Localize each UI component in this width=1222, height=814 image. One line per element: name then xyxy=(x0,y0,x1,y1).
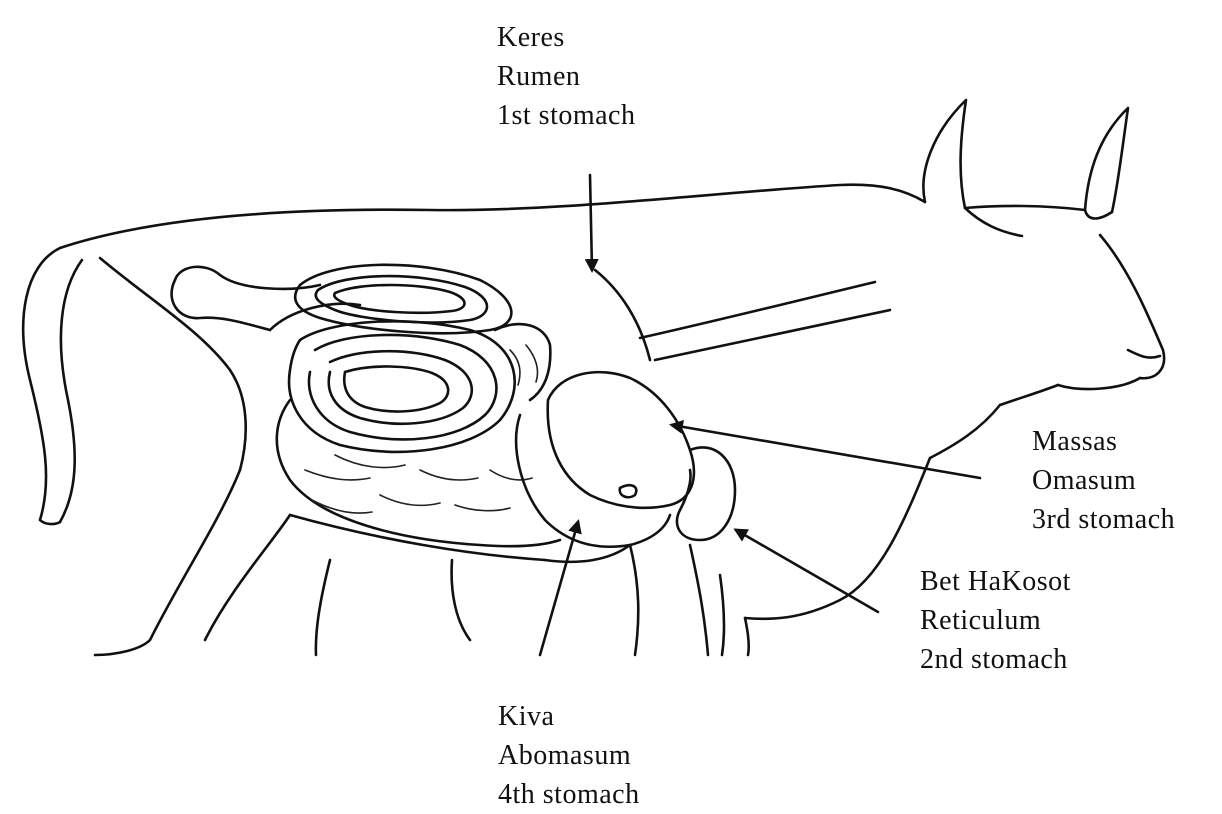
omasum-organ xyxy=(548,372,694,508)
omasum-ordinal: 3rd stomach xyxy=(1032,500,1175,539)
rumen-label: Keres Rumen 1st stomach xyxy=(497,18,636,135)
rumen-organ xyxy=(172,265,560,546)
abomasum-ordinal: 4th stomach xyxy=(498,775,640,814)
rumen-hebrew-name: Keres xyxy=(497,18,636,57)
abomasum-arrow xyxy=(540,522,578,655)
omasum-label: Massas Omasum 3rd stomach xyxy=(1032,422,1175,539)
reticulum-arrow xyxy=(736,530,878,612)
rumen-english-name: Rumen xyxy=(497,57,636,96)
abomasum-english-name: Abomasum xyxy=(498,736,640,775)
reticulum-label: Bet HaKosot Reticulum 2nd stomach xyxy=(920,562,1071,679)
reticulum-english-name: Reticulum xyxy=(920,601,1071,640)
abomasum-organ xyxy=(516,415,670,547)
omasum-english-name: Omasum xyxy=(1032,461,1175,500)
abomasum-hebrew-name: Kiva xyxy=(498,697,640,736)
pointer-arrows xyxy=(540,175,980,655)
reticulum-ordinal: 2nd stomach xyxy=(920,640,1071,679)
abomasum-label: Kiva Abomasum 4th stomach xyxy=(498,697,640,814)
rumen-arrow xyxy=(590,175,592,270)
reticulum-organ xyxy=(677,447,735,540)
rumen-ordinal: 1st stomach xyxy=(497,96,636,135)
reticulum-hebrew-name: Bet HaKosot xyxy=(920,562,1071,601)
omasum-hebrew-name: Massas xyxy=(1032,422,1175,461)
